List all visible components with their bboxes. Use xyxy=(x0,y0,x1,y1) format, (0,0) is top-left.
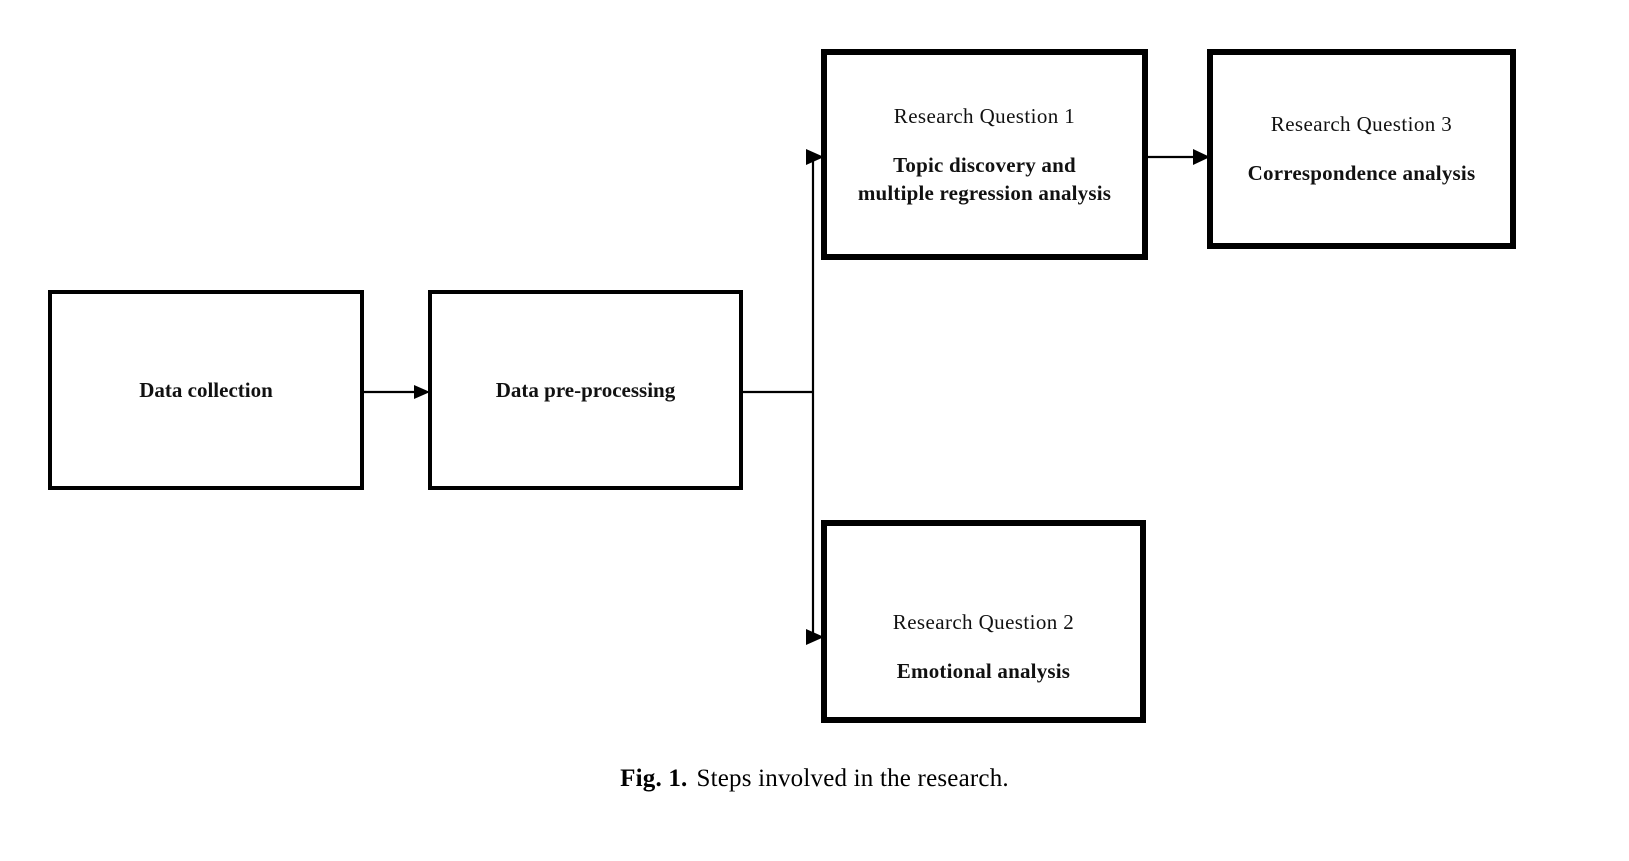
edge-preprocessing-to-rq2 xyxy=(806,629,824,645)
node-research-question-2[interactable] xyxy=(821,520,1146,723)
figure-caption: Fig. 1. Steps involved in the research. xyxy=(0,765,1629,793)
node-research-question-1[interactable] xyxy=(821,49,1148,260)
node-data-collection[interactable] xyxy=(48,290,364,490)
figure-caption-text: Steps involved in the research. xyxy=(696,765,1009,792)
node-research-question-3[interactable] xyxy=(1207,49,1516,249)
node-data-preprocessing[interactable] xyxy=(428,290,743,490)
edge-preprocessing-to-rq1 xyxy=(806,149,824,165)
edge-preprocessing-branch-trunk xyxy=(741,157,815,637)
figure-caption-prefix: Fig. 1. xyxy=(620,765,688,792)
edge-collection-to-preprocessing xyxy=(362,385,430,399)
edge-rq1-to-rq3 xyxy=(1145,149,1210,165)
